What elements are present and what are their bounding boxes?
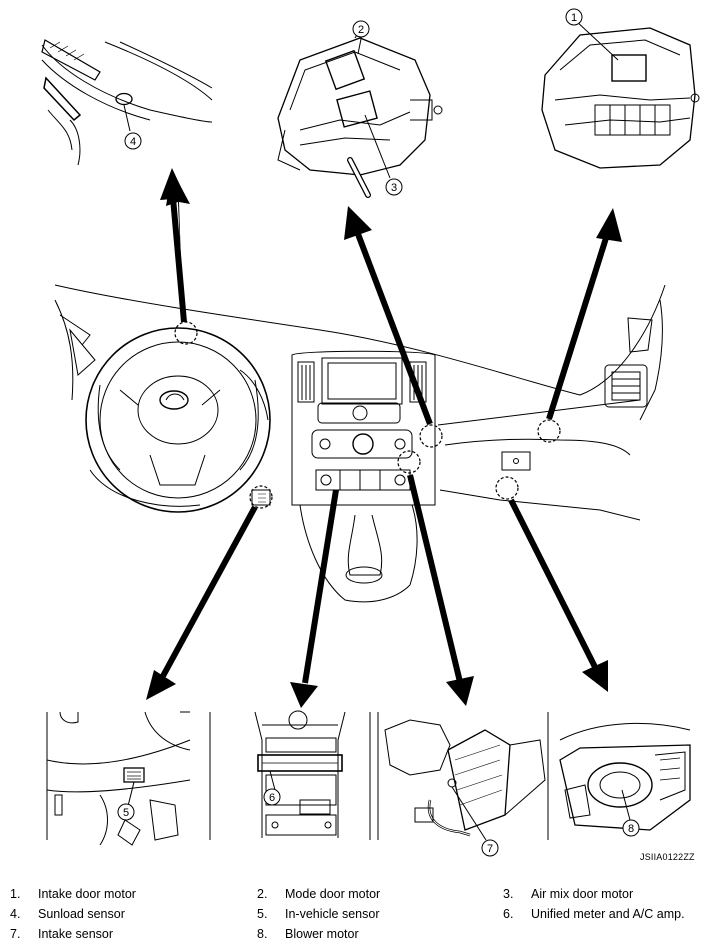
svg-text:8: 8 [628,823,634,835]
legend-label: Intake sensor [38,927,114,941]
component-legend: 1. Intake door motor 2. Mode door motor … [0,880,713,948]
callout-2: 2 [352,20,370,38]
svg-text:2: 2 [358,24,364,36]
location-markers [174,321,561,509]
legend-label: Mode door motor [285,887,381,901]
svg-text:1: 1 [571,12,577,24]
svg-text:5: 5 [123,807,129,819]
legend-number: 8. [257,927,268,941]
legend-label: Intake door motor [38,887,136,901]
legend-label: Air mix door motor [531,887,634,901]
legend-label: Sunload sensor [38,907,125,921]
legend-number: 7. [10,927,21,941]
detail-view-unified-meter-ac-amp [209,710,371,840]
legend-number: 5. [257,907,268,921]
legend-number: 6. [503,907,514,921]
legend-number: 4. [10,907,21,921]
detail-view-intake-sensor [377,712,549,841]
legend-label: In-vehicle sensor [285,907,380,921]
callout-4: 4 [124,132,142,150]
pointer-arrows [166,170,190,322]
callout-8: 8 [622,819,640,837]
callout-3: 3 [385,178,403,196]
arrow-heads [146,168,622,708]
svg-text:4: 4 [130,136,136,148]
svg-text:7: 7 [487,843,493,855]
figure-reference-code: JSIIA0122ZZ [640,852,695,862]
legend-number: 2. [257,887,268,901]
callout-5: 5 [117,803,135,821]
svg-text:3: 3 [391,182,397,194]
detail-view-blower-motor [559,722,691,831]
legend-number: 1. [10,887,21,901]
legend-label: Unified meter and A/C amp. [531,907,685,921]
svg-text:6: 6 [269,792,275,804]
callout-7: 7 [481,839,499,857]
detail-view-hvac-unit-right [541,19,700,169]
detail-view-hvac-unit-left [277,29,443,198]
pointer-arrow-lines [160,197,609,684]
hvac-component-location-diagram: 4 2 3 [41,8,700,857]
callout-6: 6 [263,788,281,806]
detail-view-in-vehicle-sensor [46,711,191,846]
legend-label: Blower motor [285,927,359,941]
callout-1: 1 [565,8,583,26]
detail-view-sunload-sensor [41,39,213,166]
legend-number: 3. [503,887,514,901]
